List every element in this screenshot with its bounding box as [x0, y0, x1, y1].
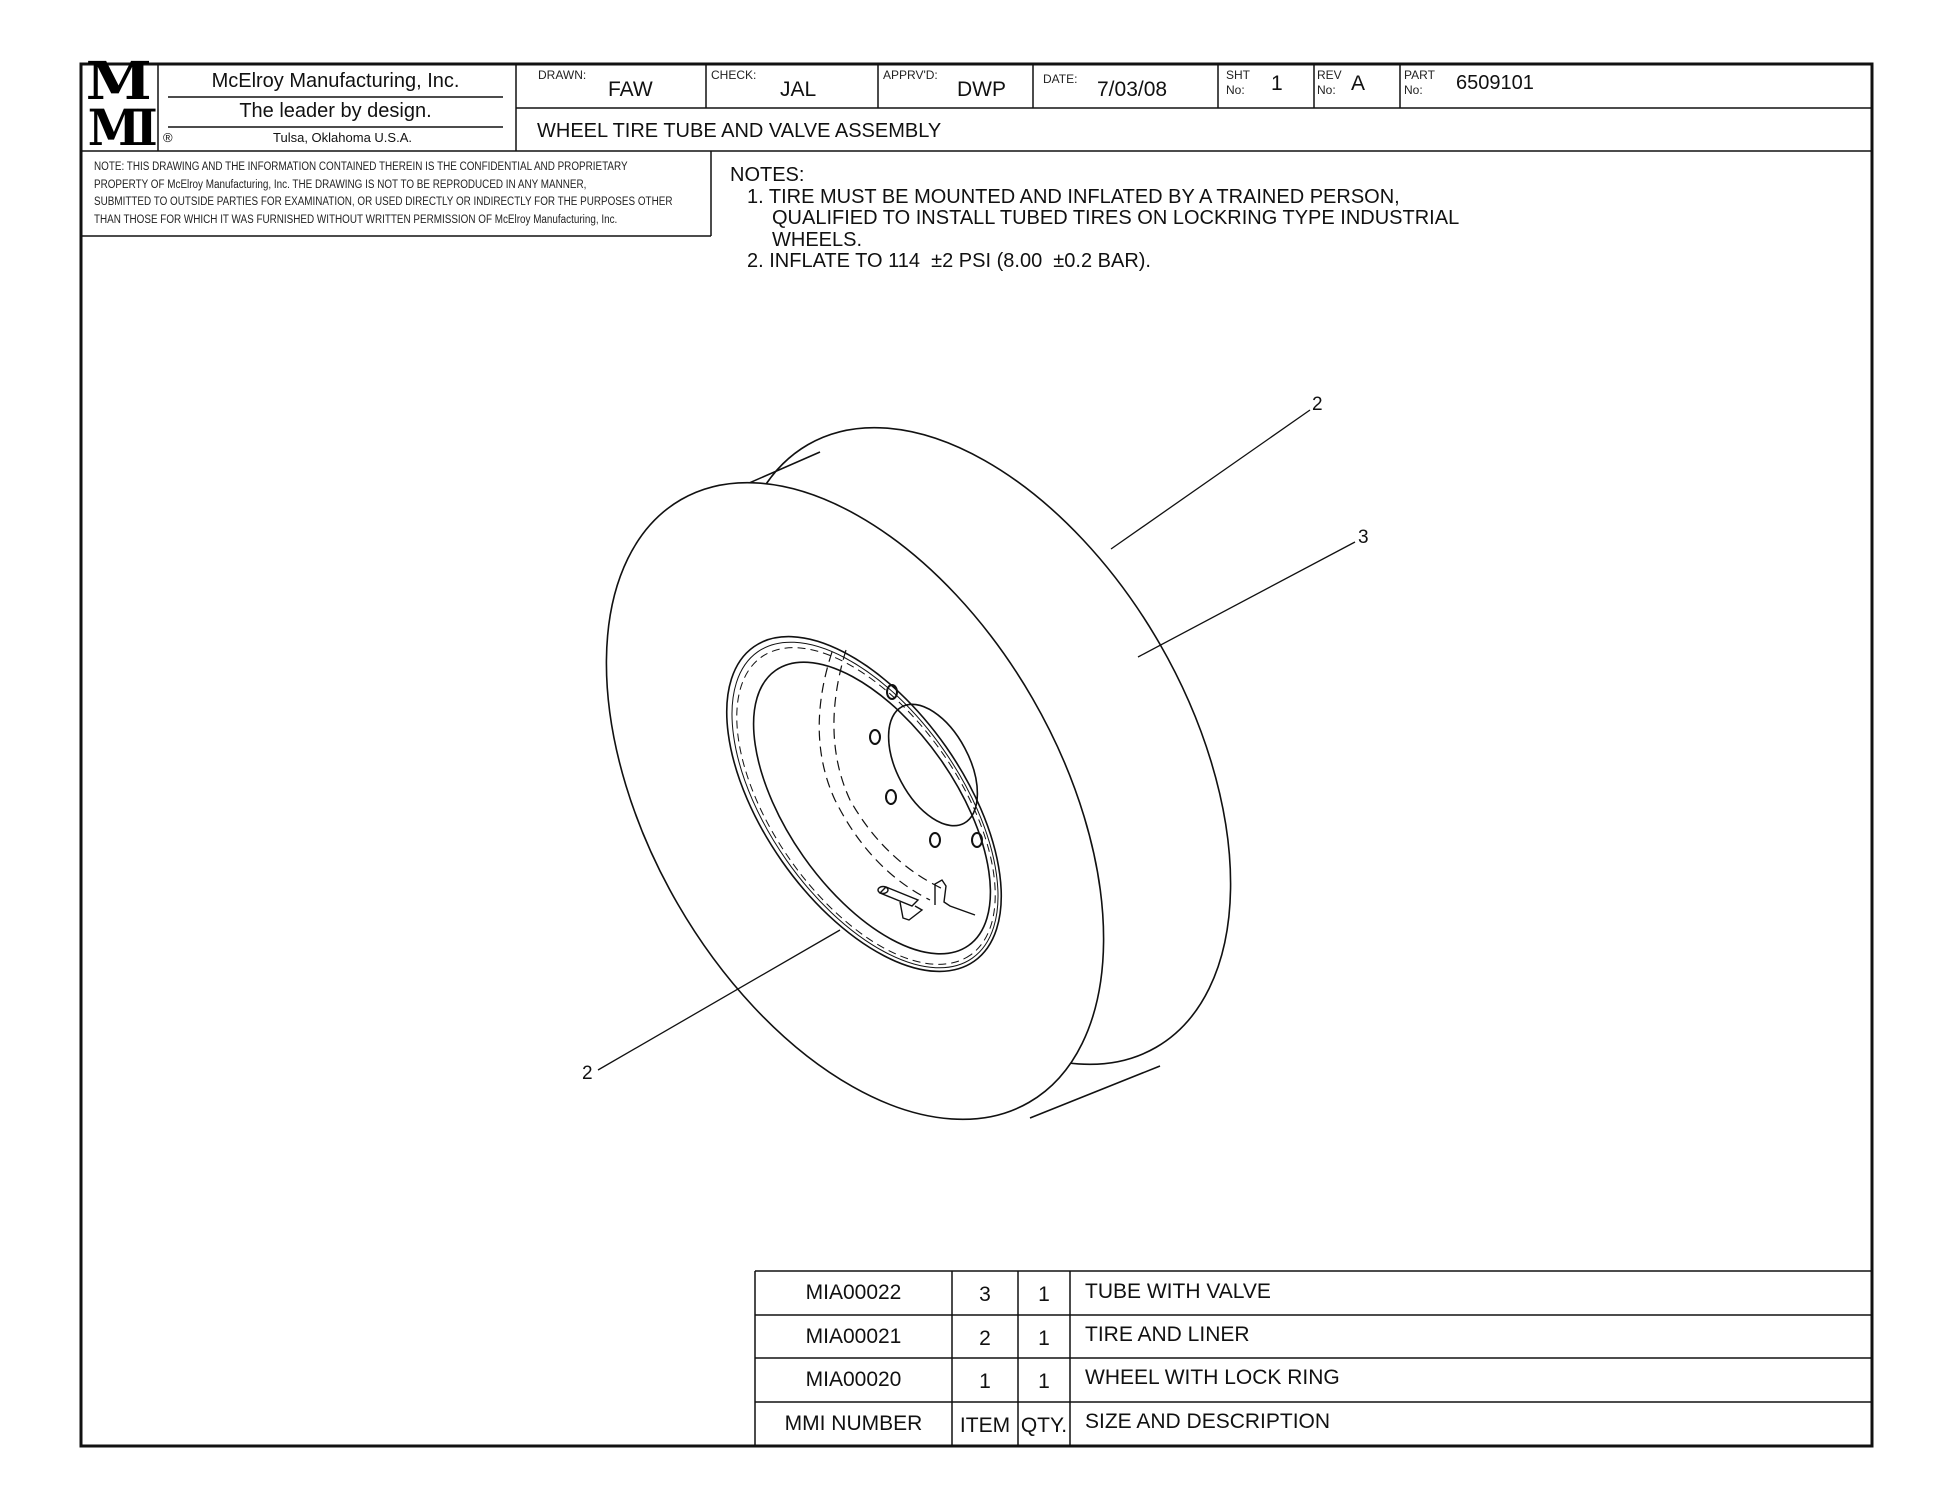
logo-letter-m: M — [85, 51, 152, 112]
bom-grid — [754, 1270, 1872, 1446]
note-line: 2. INFLATE TO 114 ±2 PSI (8.00 ±0.2 BAR)… — [747, 250, 1151, 272]
bom-qty: 1 — [1038, 1327, 1050, 1350]
wheel-rim — [725, 635, 1003, 973]
balloon-rim: 2 — [582, 1063, 593, 1084]
check-label: CHECK: — [711, 68, 757, 82]
note-line: 1. TIRE MUST BE MOUNTED AND INFLATED BY … — [747, 185, 1400, 208]
bom-header-qty: QTY. — [1020, 1414, 1068, 1437]
drawn-label: DRAWN: — [538, 68, 587, 82]
bom-header-mmi: MMI NUMBER — [784, 1412, 923, 1435]
rim-hidden-arc-2 — [833, 649, 946, 891]
confidential-note-line: SUBMITTED TO OUTSIDE PARTIES FOR EXAMINA… — [94, 196, 673, 208]
part-number: 6509101 — [1456, 72, 1534, 94]
registered-mark: ® — [163, 130, 173, 145]
tire-front-face — [605, 481, 1105, 1121]
rev-label-1: REV — [1317, 68, 1342, 82]
rev-value: A — [1351, 72, 1366, 95]
sheet-value: 1 — [1271, 72, 1283, 95]
balloon-tire: 2 — [1312, 394, 1323, 415]
note-line: WHEELS. — [772, 228, 863, 251]
rev-label-2: No: — [1317, 83, 1336, 97]
company-tagline: The leader by design. — [239, 100, 432, 122]
sheet-label-2: No: — [1226, 83, 1245, 97]
balloon-tube: 3 — [1358, 527, 1369, 548]
rim-hidden-arc — [818, 651, 931, 901]
title-block-grid — [82, 64, 1872, 237]
sheet-label-1: SHT — [1226, 68, 1250, 82]
mmi-logo: M MI — [85, 51, 158, 157]
confidential-note-line: NOTE: THIS DRAWING AND THE INFORMATION C… — [94, 161, 628, 173]
bom-item: 3 — [979, 1283, 991, 1306]
approved-label: APPRV'D: — [883, 68, 938, 82]
bom-mmi-number: MIA00021 — [805, 1325, 902, 1348]
part-label-1: PART — [1404, 68, 1435, 82]
bom-mmi-number: MIA00022 — [805, 1281, 902, 1304]
bom-description: TIRE AND LINER — [1085, 1323, 1250, 1346]
sheet-border — [79, 62, 1874, 1448]
confidential-note-line: PROPERTY OF McElroy Manufacturing, Inc. … — [94, 178, 587, 191]
date-label: DATE: — [1043, 72, 1078, 86]
notes-block: NOTES: 1. TIRE MUST BE MOUNTED AND INFLA… — [730, 164, 1460, 273]
approved-value: DWP — [957, 78, 1006, 101]
notes-heading: NOTES: — [730, 164, 805, 186]
bom-description: TUBE WITH VALVE — [1085, 1280, 1271, 1303]
drawing-title: WHEEL TIRE TUBE AND VALVE ASSEMBLY — [537, 120, 942, 142]
bom-item: 2 — [979, 1327, 991, 1350]
bom-item: 1 — [979, 1370, 991, 1393]
confidential-note-line: THAN THOSE FOR WHICH IT WAS FURNISHED WI… — [94, 213, 618, 226]
bolt-holes — [869, 684, 983, 848]
note-line: QUALIFIED TO INSTALL TUBED TIRES ON LOCK… — [772, 207, 1460, 229]
bom-qty: 1 — [1038, 1370, 1050, 1393]
bom-qty: 1 — [1038, 1283, 1050, 1306]
tire-tangent-bottom — [1029, 1065, 1161, 1119]
part-label-2: No: — [1404, 83, 1423, 97]
check-value: JAL — [780, 78, 817, 101]
logo-letters-mi: MI — [87, 98, 158, 157]
leader-lines — [597, 409, 1356, 1071]
bom-header-description: SIZE AND DESCRIPTION — [1085, 1410, 1331, 1433]
confidential-note: NOTE: THIS DRAWING AND THE INFORMATION C… — [94, 159, 672, 229]
bom-header-item: ITEM — [959, 1414, 1011, 1437]
drawn-value: FAW — [608, 78, 653, 101]
bom-description: WHEEL WITH LOCK RING — [1085, 1366, 1340, 1389]
hub-bore — [887, 703, 979, 827]
company-location: Tulsa, Oklahoma U.S.A. — [273, 130, 412, 145]
bom-mmi-number: MIA00020 — [805, 1368, 902, 1391]
date-value: 7/03/08 — [1097, 78, 1168, 101]
tire-assembly-drawing — [597, 409, 1356, 1121]
company-name: McElroy Manufacturing, Inc. — [211, 70, 460, 92]
valve-stem — [877, 879, 976, 921]
